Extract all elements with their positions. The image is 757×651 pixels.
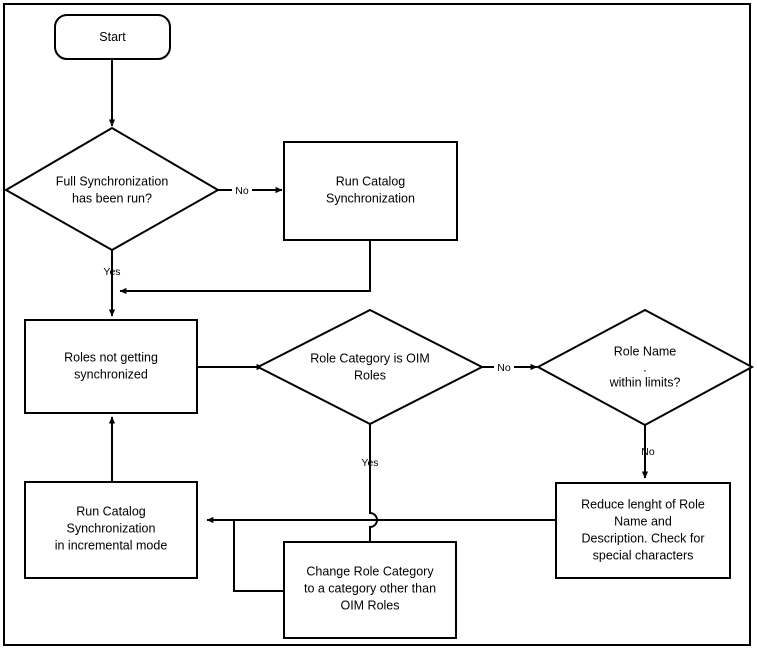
change-role-category-shape xyxy=(283,541,457,639)
role-name-decision-label-line-1: Role Name xyxy=(614,344,677,358)
diagram-border xyxy=(3,3,751,646)
roles-not-synced-label-line-2: synchronized xyxy=(74,367,148,381)
full-sync-decision-label-line-2: has been run? xyxy=(72,191,152,205)
node-roles-not-synced[interactable]: Roles not getting synchronized xyxy=(24,319,198,414)
reduce-length-label-line-1: Reduce lenght of Role xyxy=(581,497,705,511)
edge-label-role-name-no: No xyxy=(641,446,655,458)
node-change-role-category[interactable]: Change Role Category to a category other… xyxy=(283,541,457,639)
roles-not-synced-label-line-1: Roles not getting xyxy=(64,350,158,364)
edge-label-full-sync-yes: Yes xyxy=(103,266,120,278)
role-name-decision-label-line-2: . xyxy=(643,360,646,374)
node-full-sync-decision[interactable]: Full Synchronization has been run? xyxy=(3,126,221,252)
role-category-decision-shape xyxy=(255,308,485,426)
run-catalog-sync-label-line-2: Synchronization xyxy=(326,191,415,205)
roles-not-synced-shape xyxy=(24,319,198,414)
run-catalog-sync-shape xyxy=(283,141,458,241)
node-role-name-decision[interactable]: Role Name . within limits? xyxy=(535,308,755,427)
run-catalog-sync-incremental-label-line-2: Synchronization xyxy=(67,521,156,535)
edge-role-category-yes-to-change-category xyxy=(369,424,378,542)
run-catalog-sync-incremental-label-line-3: in incremental mode xyxy=(55,538,168,552)
role-category-decision-label-line-1: Role Category is OIM xyxy=(310,351,429,365)
node-start[interactable]: Start xyxy=(54,14,171,60)
change-role-category-label-line-1: Change Role Category xyxy=(306,564,434,578)
edge-run-catalog-to-merge xyxy=(119,240,371,295)
reduce-length-label-line-4: special characters xyxy=(593,548,694,562)
full-sync-decision-label-line-1: Full Synchronization xyxy=(56,174,169,188)
reduce-length-label-line-2: Name and xyxy=(614,514,672,528)
start-label-line-1: Start xyxy=(99,30,126,44)
role-name-decision-label-line-3: within limits? xyxy=(609,375,681,389)
edge-label-role-category-no: No xyxy=(497,362,511,374)
start-shape xyxy=(54,14,171,60)
edge-label-role-category-yes: Yes xyxy=(361,457,378,469)
node-run-catalog-sync-incremental[interactable]: Run Catalog Synchronization in increment… xyxy=(24,481,198,579)
change-role-category-label-line-2: to a category other than xyxy=(304,581,436,595)
node-reduce-length[interactable]: Reduce lenght of Role Name and Descripti… xyxy=(555,482,731,579)
role-name-decision-shape xyxy=(535,308,755,427)
full-sync-decision-shape xyxy=(3,126,221,252)
run-catalog-sync-incremental-label-line-1: Run Catalog xyxy=(76,504,146,518)
reduce-length-shape xyxy=(555,482,731,579)
edge-change-category-to-incremental xyxy=(233,520,284,592)
role-category-decision-label-line-2: Roles xyxy=(354,368,386,382)
node-role-category-decision[interactable]: Role Category is OIM Roles xyxy=(255,308,485,426)
change-role-category-label-line-3: OIM Roles xyxy=(340,598,399,612)
node-run-catalog-sync[interactable]: Run Catalog Synchronization xyxy=(283,141,458,241)
edge-label-full-sync-no: No xyxy=(235,185,249,197)
run-catalog-sync-label-line-1: Run Catalog xyxy=(336,174,406,188)
reduce-length-label-line-3: Description. Check for xyxy=(582,531,705,545)
run-catalog-sync-incremental-shape xyxy=(24,481,198,579)
